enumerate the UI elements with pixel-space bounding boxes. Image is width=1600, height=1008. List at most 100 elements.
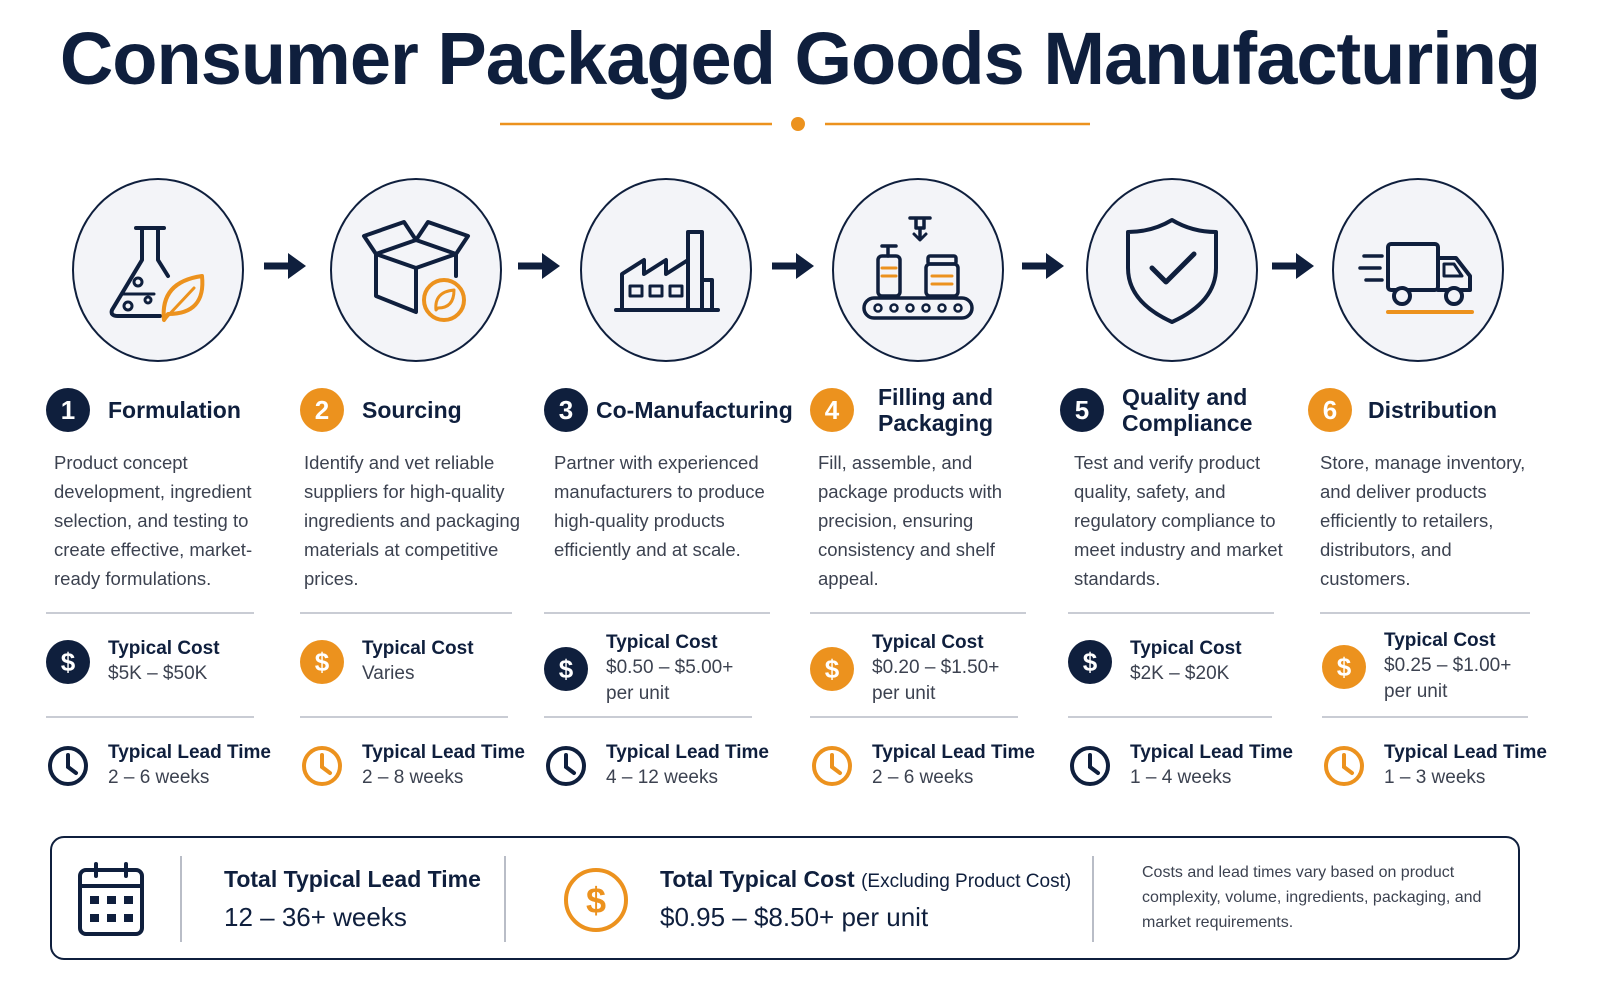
dollar-icon: $ [810, 646, 854, 691]
lead-value: 2 – 8 weeks [362, 767, 464, 788]
step-description: Fill, assemble, and package products wit… [818, 452, 1003, 589]
lead-label: Typical Lead Time [1130, 742, 1293, 763]
lead-value: 2 – 6 weeks [108, 767, 210, 788]
cost-value: $0.50 – $5.00+ per unit [606, 657, 734, 704]
svg-text:$: $ [61, 647, 76, 677]
divider [810, 612, 1026, 614]
calendar-icon [78, 862, 144, 936]
arrow-right-icon [772, 253, 814, 279]
step-formulation: 1 Formulation Product concept developmen… [46, 178, 296, 818]
step-header: 3 Co-Manufacturing [544, 378, 804, 442]
total-cost-qualifier: (Excluding Product Cost) [861, 871, 1072, 892]
step-description: Partner with experienced manufacturers t… [554, 452, 765, 560]
step-header: 1 Formulation [46, 378, 306, 442]
clock-icon [544, 744, 588, 788]
svg-text:$: $ [559, 654, 574, 684]
step-number-badge: 5 [1060, 388, 1104, 432]
step-filling-packaging: 4 Filling and Packaging Fill, assemble, … [810, 178, 1060, 818]
step-title: Sourcing [362, 397, 462, 423]
total-lead-label: Total Typical Lead Time [224, 866, 481, 892]
cost-value: $2K – $20K [1130, 663, 1230, 684]
divider [544, 716, 752, 718]
step-quality-compliance: 5 Quality and Compliance Test and verify… [1060, 178, 1310, 818]
divider [544, 612, 770, 614]
clock-icon [300, 744, 344, 788]
step-distribution: 6 Distribution Store, manage inventory, … [1308, 178, 1558, 818]
clock-icon [810, 744, 854, 788]
step-description: Identify and vet reliable suppliers for … [304, 452, 520, 589]
dollar-icon: $ [46, 639, 90, 684]
arrow-right-icon [518, 253, 560, 279]
step-header: 6 Distribution [1308, 378, 1568, 442]
typical-cost: $ Typical Cost $0.20 – $1.50+ per unit [810, 630, 1060, 707]
step-title: Quality and Compliance [1122, 384, 1253, 436]
page-title: Consumer Packaged Goods Manufacturing [59, 17, 1541, 100]
lead-label: Typical Lead Time [606, 742, 769, 763]
dollar-icon: $ [544, 646, 588, 691]
divider [46, 612, 254, 614]
typical-lead-time: Typical Lead Time 2 – 6 weeks [810, 740, 1060, 791]
typical-cost: $ Typical Cost $0.50 – $5.00+ per unit [544, 630, 794, 707]
summary-divider [180, 856, 182, 942]
typical-cost: $ Typical Cost Varies [300, 636, 550, 687]
step-description: Store, manage inventory, and deliver pro… [1320, 452, 1526, 589]
dollar-icon: $ [1322, 644, 1366, 689]
step-number-badge: 4 [810, 388, 854, 432]
divider [46, 716, 254, 718]
step-title: Formulation [108, 397, 241, 423]
total-cost-value: $0.95 – $8.50+ per unit [660, 902, 929, 932]
divider [1068, 612, 1274, 614]
divider [1320, 612, 1530, 614]
divider [300, 612, 512, 614]
step-number-badge: 1 [46, 388, 90, 432]
step-title: Distribution [1368, 397, 1498, 423]
svg-text:$: $ [1337, 652, 1352, 682]
box-leaf-icon [330, 178, 502, 362]
typical-lead-time: Typical Lead Time 2 – 6 weeks [46, 740, 296, 791]
svg-text:$: $ [1083, 647, 1098, 677]
lead-value: 1 – 4 weeks [1130, 767, 1232, 788]
factory-icon [580, 178, 752, 362]
divider [1322, 716, 1528, 718]
cost-value: $5K – $50K [108, 663, 208, 684]
lead-label: Typical Lead Time [362, 742, 525, 763]
cost-label: Typical Cost [1130, 638, 1242, 659]
lead-label: Typical Lead Time [108, 742, 271, 763]
svg-text:$: $ [586, 880, 606, 921]
typical-cost: $ Typical Cost $0.25 – $1.00+ per unit [1322, 628, 1572, 705]
cost-label: Typical Cost [1384, 630, 1496, 651]
lead-value: 4 – 12 weeks [606, 767, 718, 788]
arrow-right-icon [264, 253, 306, 279]
arrow-right-icon [1272, 253, 1314, 279]
cost-label: Typical Cost [362, 638, 474, 659]
total-cost-label-text: Total Typical Cost [660, 866, 855, 892]
lead-label: Typical Lead Time [872, 742, 1035, 763]
clock-icon [46, 744, 90, 788]
clock-icon [1322, 744, 1366, 788]
typical-lead-time: Typical Lead Time 1 – 3 weeks [1322, 740, 1572, 791]
divider [1068, 716, 1272, 718]
summary-note: Costs and lead times vary based on produ… [1142, 864, 1482, 931]
arrow-right-icon [1022, 253, 1064, 279]
cost-label: Typical Cost [108, 638, 220, 659]
typical-cost: $ Typical Cost $5K – $50K [46, 636, 296, 687]
typical-cost: $ Typical Cost $2K – $20K [1068, 636, 1318, 687]
cost-value: $0.20 – $1.50+ per unit [872, 657, 1000, 704]
summary-divider [504, 856, 506, 942]
shield-check-icon [1086, 178, 1258, 362]
typical-lead-time: Typical Lead Time 1 – 4 weeks [1068, 740, 1318, 791]
step-header: 4 Filling and Packaging [810, 378, 1070, 442]
step-number-badge: 2 [300, 388, 344, 432]
step-number-badge: 3 [544, 388, 588, 432]
delivery-truck-icon [1332, 178, 1504, 362]
step-number-badge: 6 [1308, 388, 1352, 432]
total-cost-label: Total Typical Cost (Excluding Product Co… [660, 866, 1071, 893]
svg-text:$: $ [315, 647, 330, 677]
step-title: Filling and Packaging [878, 384, 994, 436]
dollar-coin-icon: $ [564, 868, 628, 932]
step-title: Co-Manufacturing [596, 397, 793, 423]
cost-label: Typical Cost [606, 632, 718, 653]
flask-leaf-icon [72, 178, 244, 362]
step-header: 5 Quality and Compliance [1060, 378, 1320, 442]
step-header: 2 Sourcing [300, 378, 560, 442]
